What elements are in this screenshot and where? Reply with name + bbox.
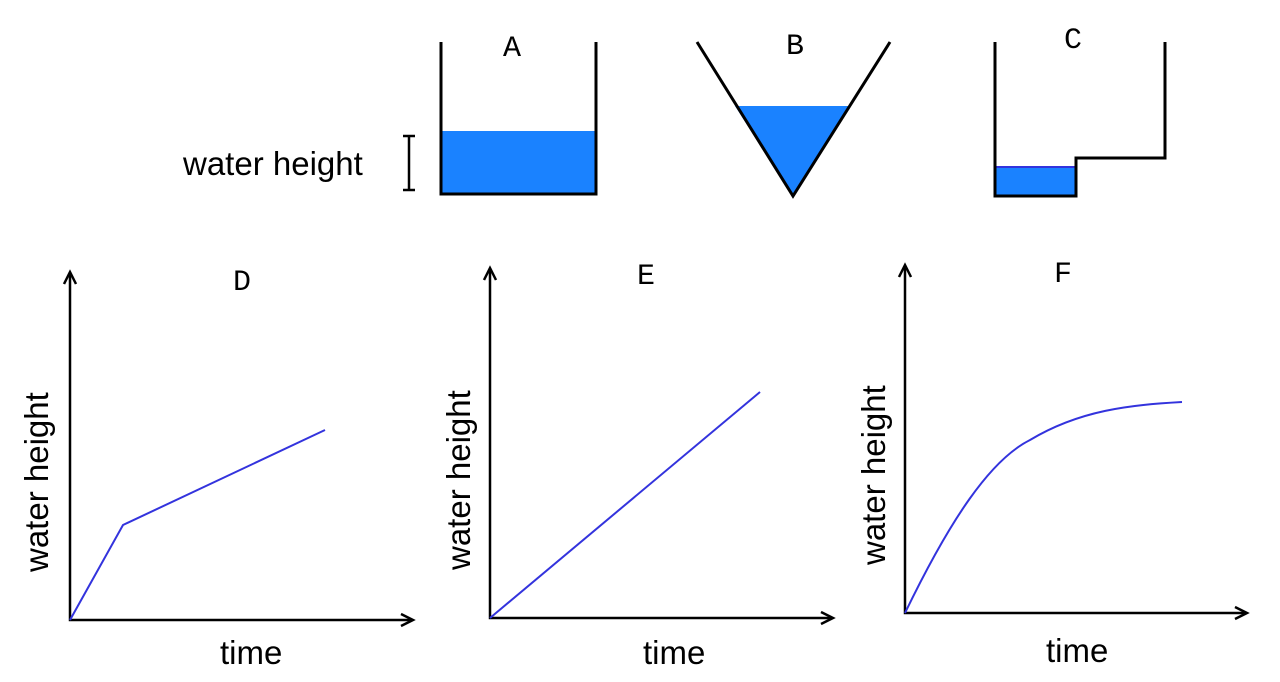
y-axis-label-e: water height <box>440 390 477 571</box>
curve-f <box>904 401 1183 614</box>
container-letter-b: B <box>786 30 804 64</box>
x-axis-label-e: time <box>643 634 705 671</box>
graph-e: E water height time <box>440 260 836 671</box>
x-axis-label-f: time <box>1046 632 1108 669</box>
graph-letter-d: D <box>233 266 251 300</box>
x-axis-label-d: time <box>220 634 282 671</box>
graph-letter-f: F <box>1054 258 1072 292</box>
y-axis-label-d: water height <box>18 392 55 573</box>
water-fill-a <box>441 131 596 194</box>
container-a: A <box>439 32 598 196</box>
graph-f: F water height time <box>855 258 1250 669</box>
curve-e <box>489 391 761 619</box>
water-height-label: water height <box>182 145 363 182</box>
curve-d <box>69 429 326 621</box>
height-bracket <box>403 134 415 192</box>
graph-letter-e: E <box>637 260 655 294</box>
container-b: B <box>695 30 892 199</box>
y-axis-label-f: water height <box>855 385 892 566</box>
water-fill-b <box>735 106 850 196</box>
container-c: C <box>993 24 1167 198</box>
graph-d: D water height time <box>18 266 416 671</box>
water-fill-c <box>995 167 1076 196</box>
container-letter-c: C <box>1064 24 1082 58</box>
container-letter-a: A <box>503 32 521 66</box>
